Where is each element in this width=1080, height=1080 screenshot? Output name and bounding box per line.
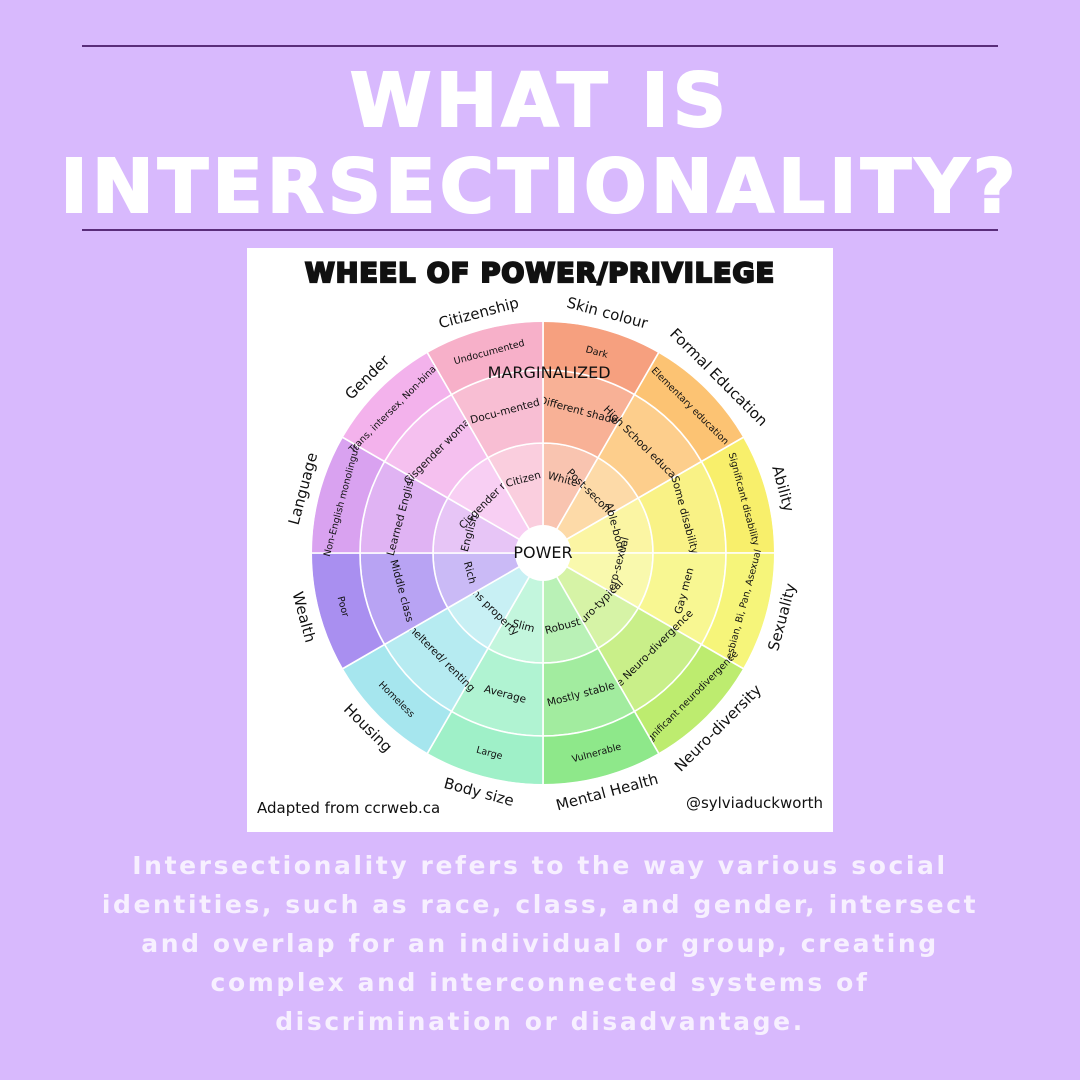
wheel-category-label-3: Ability (768, 464, 798, 514)
credit-author: @sylviaduckworth (686, 794, 823, 812)
wheel-center-label: POWER (513, 543, 572, 562)
wheel-cell-label-9-1: Rich (461, 560, 478, 585)
wheel-outer-border (310, 320, 776, 786)
wheel-title: WHEEL OF POWER/PRIVILEGE (305, 258, 775, 289)
wheel-cell-label-9-3: Poor (335, 595, 351, 618)
title-line-1: WHAT IS (349, 57, 731, 145)
description-line-4: complex and interconnected systems of (210, 968, 870, 997)
description-line-2: identities, such as race, class, and gen… (101, 890, 979, 919)
wheel-cell-label-7-1: Slim (511, 618, 536, 635)
description-line-1: Intersectionality refers to the way vari… (132, 851, 948, 880)
title-line-2: INTERSECTIONALITY? (59, 143, 1020, 231)
credit-source: Adapted from ccrweb.ca (257, 799, 440, 817)
page-title: WHAT IS INTERSECTIONALITY? (0, 57, 1080, 231)
description-line-3: and overlap for an individual or group, … (141, 929, 939, 958)
bottom-divider (82, 229, 998, 231)
description-paragraph: Intersectionality refers to the way vari… (30, 846, 1050, 1041)
wheel-of-power-illustration: WHEEL OF POWER/PRIVILEGE WhiteDifferent … (257, 257, 823, 817)
top-divider (82, 45, 998, 47)
wheel-center (515, 525, 571, 581)
description-line-5: discrimination or disadvantage. (275, 1007, 805, 1036)
wheel-marginalized-label: MARGINALIZED (488, 363, 611, 382)
